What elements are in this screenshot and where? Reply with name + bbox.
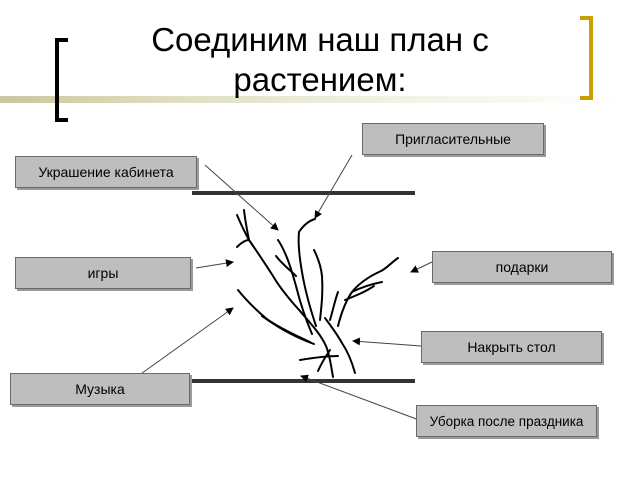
label-table: Накрыть стол — [421, 331, 602, 363]
label-music: Музыка — [10, 373, 190, 405]
label-invitations: Пригласительные — [362, 123, 544, 155]
slide-title: Соединим наш план с растением: — [151, 21, 489, 98]
label-gifts: подарки — [432, 251, 612, 283]
title-underline-band — [0, 96, 620, 103]
arrow-table — [352, 337, 422, 347]
label-cleanup: Уборка после праздника — [416, 405, 597, 437]
connector-arrows — [137, 154, 433, 421]
left-bracket-icon — [55, 38, 68, 122]
label-games: игры — [15, 257, 191, 289]
arrow-music — [137, 307, 234, 377]
arrow-gifts — [410, 261, 433, 273]
arrow-cleanup — [300, 374, 420, 421]
label-decoration: Украшение кабинета — [15, 156, 197, 188]
right-bracket-icon — [580, 16, 593, 100]
arrow-games — [195, 259, 234, 269]
arrow-invitations — [314, 154, 353, 219]
plant-icon — [236, 209, 399, 378]
arrow-decoration — [204, 164, 279, 231]
